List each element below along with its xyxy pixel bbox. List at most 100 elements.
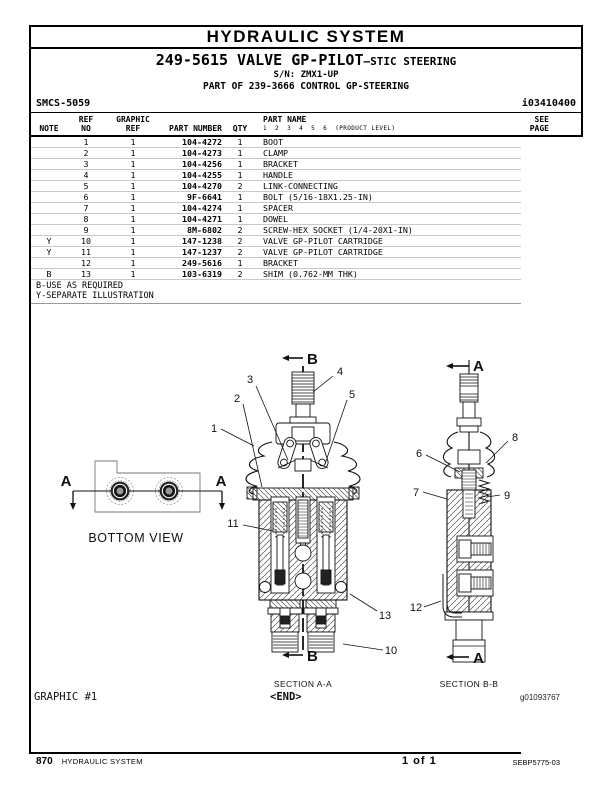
table-footnotes: B-USE AS REQUIRED Y-SEPARATE ILLUSTRATIO… [31, 280, 581, 304]
table-row: 8 1 104-4271 1 DOWEL [31, 214, 612, 792]
cell-ref-no: 6 [83, 192, 89, 202]
cell-graphic-ref: 1 [130, 247, 136, 257]
footer-media-number: SEBP5775-03 [512, 758, 560, 767]
callout-10: 10 [385, 645, 397, 657]
assembly-title-suffix: –STIC STEERING [363, 55, 457, 68]
section-b-bottom-arrow [282, 652, 289, 658]
table-row: 5 1 104-4270 2 LINK-CONNECTING [31, 181, 612, 792]
cell-part-number[interactable]: 104-4273 [182, 148, 222, 158]
section-aa-bottom-letter: B [307, 648, 318, 665]
cell-ref-no: 7 [83, 203, 89, 213]
cell-part-number[interactable]: 103-6319 [182, 269, 222, 279]
cell-part-name: CLAMP [263, 148, 288, 158]
parts-table-body: 1 1 104-4272 1 BOOT 2 1 104-4273 1 CLAMP… [31, 137, 612, 792]
cell-part-number[interactable]: 104-4272 [182, 137, 222, 147]
cell-part-name: DOWEL [263, 214, 288, 224]
section-a-top-arrow [446, 363, 453, 369]
cell-graphic-ref: 1 [130, 258, 136, 268]
cell-part-name: LINK-CONNECTING [263, 181, 338, 191]
cell-note: B [46, 269, 52, 279]
cell-note: Y [46, 236, 52, 246]
cell-part-name: VALVE GP-PILOT CARTRIDGE [263, 247, 383, 257]
cell-ref-no: 13 [81, 269, 91, 279]
section-bb-bottom-letter: A [473, 650, 484, 667]
graphic-illustration: A A BOTTOM VIEW B [34, 351, 561, 703]
cell-ref-no: 11 [81, 247, 91, 257]
col-header-part-name: PART NAME 1 2 3 4 5 6 (PRODUCT LEVEL) [256, 113, 521, 135]
cell-qty: 1 [237, 148, 243, 158]
callout-8: 8 [512, 432, 518, 444]
cell-part-name: BRACKET [263, 258, 298, 268]
cell-qty: 2 [237, 225, 243, 235]
cell-part-number[interactable]: 104-4274 [182, 203, 222, 213]
cell-part-number[interactable]: 8M-6802 [187, 225, 222, 235]
graphic-label: GRAPHIC #1 [34, 691, 97, 703]
callout-3: 3 [247, 374, 253, 386]
table-row: 9 1 8M-6802 2 SCREW-HEX SOCKET (1/4-20X1… [31, 225, 612, 792]
cell-graphic-ref: 1 [130, 181, 136, 191]
parts-table-header: NOTE REF NO GRAPHIC REF PART NUMBER QTY … [31, 112, 581, 137]
cell-ref-no: 9 [83, 225, 89, 235]
footer-section-title: HYDRAULIC SYSTEM [61, 757, 143, 766]
graphic-id: g01093767 [520, 693, 561, 702]
end-marker: <END> [270, 691, 302, 703]
section-bb-drawing: A [410, 358, 561, 702]
cell-qty: 1 [237, 203, 243, 213]
section-a-right-arrow [219, 503, 225, 510]
table-row: B 13 1 103-6319 2 SHIM (0.762-MM THK) [31, 269, 612, 792]
assembly-title: 249-5615 VALVE GP-PILOT–STIC STEERING [29, 52, 583, 70]
cell-ref-no: 2 [83, 148, 89, 158]
cell-part-number[interactable]: 249-5616 [182, 258, 222, 268]
cell-graphic-ref: 1 [130, 236, 136, 246]
callout-4: 4 [337, 366, 343, 378]
cell-part-name: SHIM (0.762-MM THK) [263, 269, 358, 279]
cell-part-number[interactable]: 104-4255 [182, 170, 222, 180]
cell-part-number[interactable]: 9F-6641 [187, 192, 222, 202]
cell-ref-no: 1 [83, 137, 89, 147]
footer-page-of: 1 of 1 [402, 755, 437, 767]
table-row: 1 1 104-4272 1 BOOT [31, 137, 612, 792]
cell-see-page[interactable] [521, 269, 612, 792]
cell-graphic-ref: 1 [130, 170, 136, 180]
table-row: 3 1 104-4256 1 BRACKET [31, 159, 612, 792]
cell-part-number[interactable]: 104-4271 [182, 214, 222, 224]
callout-11: 11 [227, 518, 238, 530]
cell-qty: 1 [237, 258, 243, 268]
cell-part-number[interactable]: 104-4270 [182, 181, 222, 191]
doc-id: i03410400 [521, 98, 576, 109]
serial-number-line: S/N: ZMX1-UP [273, 70, 339, 80]
callout-13: 13 [379, 610, 391, 622]
section-aa-top-letter: B [307, 351, 318, 368]
cell-part-number[interactable]: 147-1238 [182, 236, 222, 246]
callout-1: 1 [211, 423, 217, 435]
cell-part-name: BOOT [263, 137, 283, 147]
footer-page-number: 870 [36, 756, 53, 767]
bottom-view-letter-right: A [216, 473, 227, 490]
col-header-see-page: SEE PAGE [529, 115, 549, 133]
cell-graphic-ref: 1 [130, 203, 136, 213]
product-level-subheader: 1 2 3 4 5 6 (PRODUCT LEVEL) [263, 125, 396, 132]
footnote-y: Y-SEPARATE ILLUSTRATION [36, 291, 154, 301]
cell-part-number[interactable]: 104-4256 [182, 159, 222, 169]
bottom-view-drawing: A A BOTTOM VIEW [61, 460, 227, 545]
table-row: Y 10 1 147-1238 2 VALVE GP-PILOT CARTRID… [31, 236, 612, 792]
col-header-qty: QTY [232, 124, 248, 133]
cell-part-number[interactable]: 147-1237 [182, 247, 222, 257]
parts-table: NOTE REF NO GRAPHIC REF PART NUMBER QTY … [31, 112, 612, 792]
callout-6: 6 [416, 448, 422, 460]
section-bb-caption: SECTION B-B [440, 679, 499, 689]
callout-5: 5 [349, 389, 355, 401]
cell-part-name: BOLT (5/16-18X1.25-IN) [263, 192, 373, 202]
cell-qty: 2 [237, 247, 243, 257]
cell-part-name: HANDLE [263, 170, 293, 180]
cell-qty: 1 [237, 159, 243, 169]
section-aa-caption: SECTION A-A [274, 679, 332, 689]
col-header-ref-no: REF NO [78, 115, 94, 133]
table-row: 2 1 104-4273 1 CLAMP [31, 148, 612, 792]
table-row: 6 1 9F-6641 1 BOLT (5/16-18X1.25-IN) [31, 192, 612, 792]
cell-ref-no: 4 [83, 170, 89, 180]
cell-graphic-ref: 1 [130, 137, 136, 147]
section-a-left-arrow [70, 503, 76, 510]
cell-qty: 2 [237, 269, 243, 279]
system-banner: HYDRAULIC SYSTEM [29, 25, 583, 49]
